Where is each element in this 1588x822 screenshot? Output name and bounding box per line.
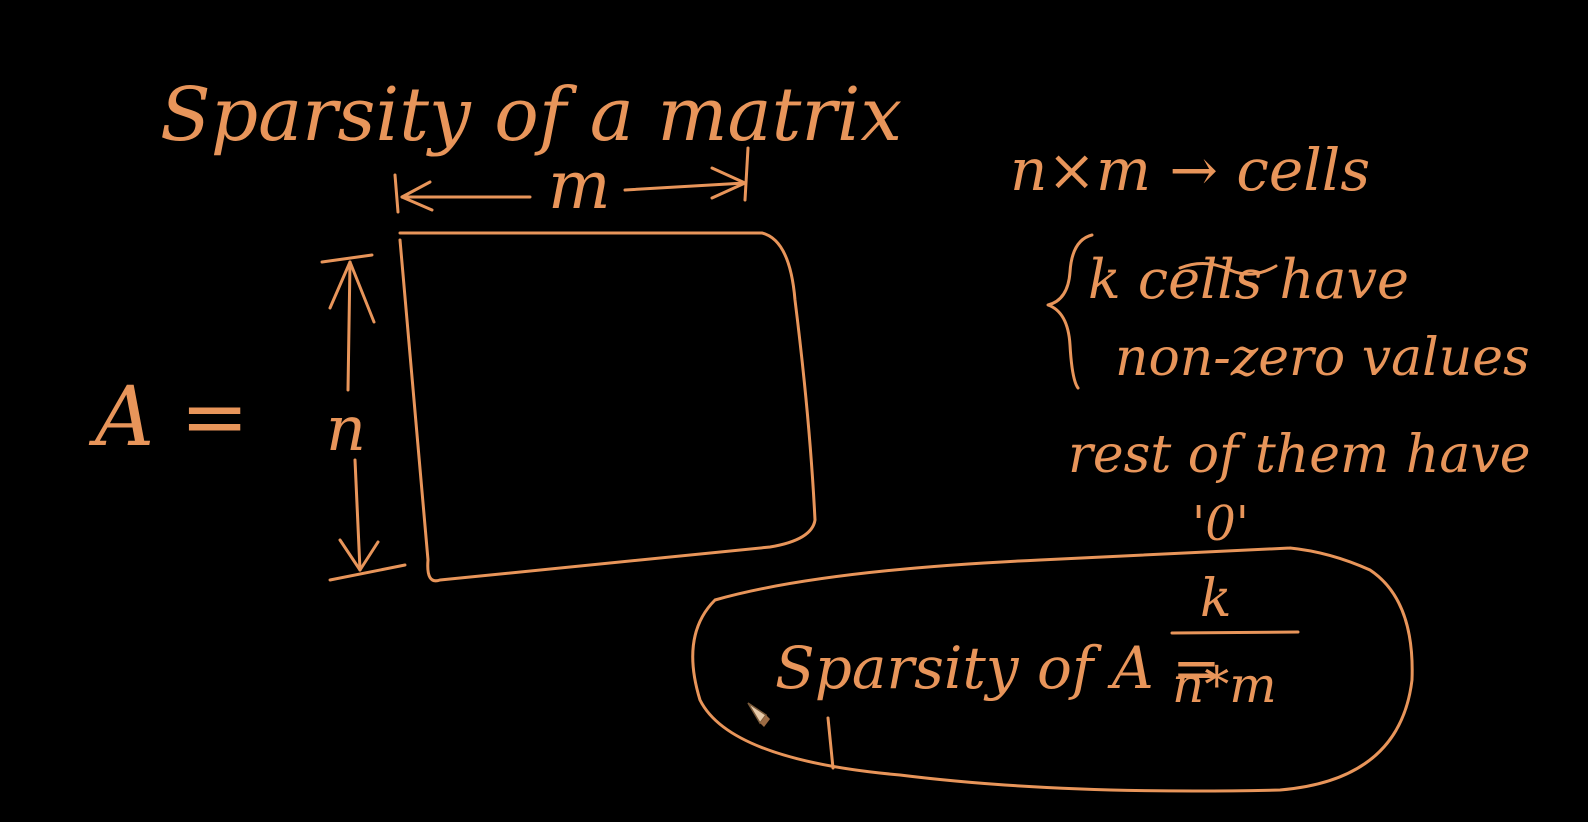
scribble-correction: [1178, 262, 1278, 276]
note-zero: '0': [1192, 496, 1249, 552]
ellipse-tail: [826, 716, 835, 770]
note-cells: n×m → cells: [1010, 136, 1370, 204]
note-nonzero: non-zero values: [1115, 328, 1530, 388]
pen-cursor-icon: [747, 702, 770, 727]
height-label: n: [326, 392, 366, 465]
matrix-box: [398, 231, 817, 583]
formula-lhs: Sparsity of A =: [775, 634, 1221, 702]
curly-brace: [1046, 233, 1094, 390]
formula-ellipse: [691, 546, 1414, 793]
formula-numerator: k: [1200, 569, 1232, 629]
formula-denominator: n*m: [1172, 656, 1277, 714]
matrix-label: A =: [88, 370, 249, 465]
height-arrow: [320, 253, 407, 582]
note-rest: rest of them have: [1068, 425, 1530, 485]
title-text: Sparsity of a matrix: [160, 72, 902, 158]
fraction-bar: [1170, 630, 1300, 635]
note-k-cells: k cells have: [1088, 248, 1409, 311]
width-arrow: [393, 146, 750, 214]
width-label: m: [548, 147, 611, 224]
